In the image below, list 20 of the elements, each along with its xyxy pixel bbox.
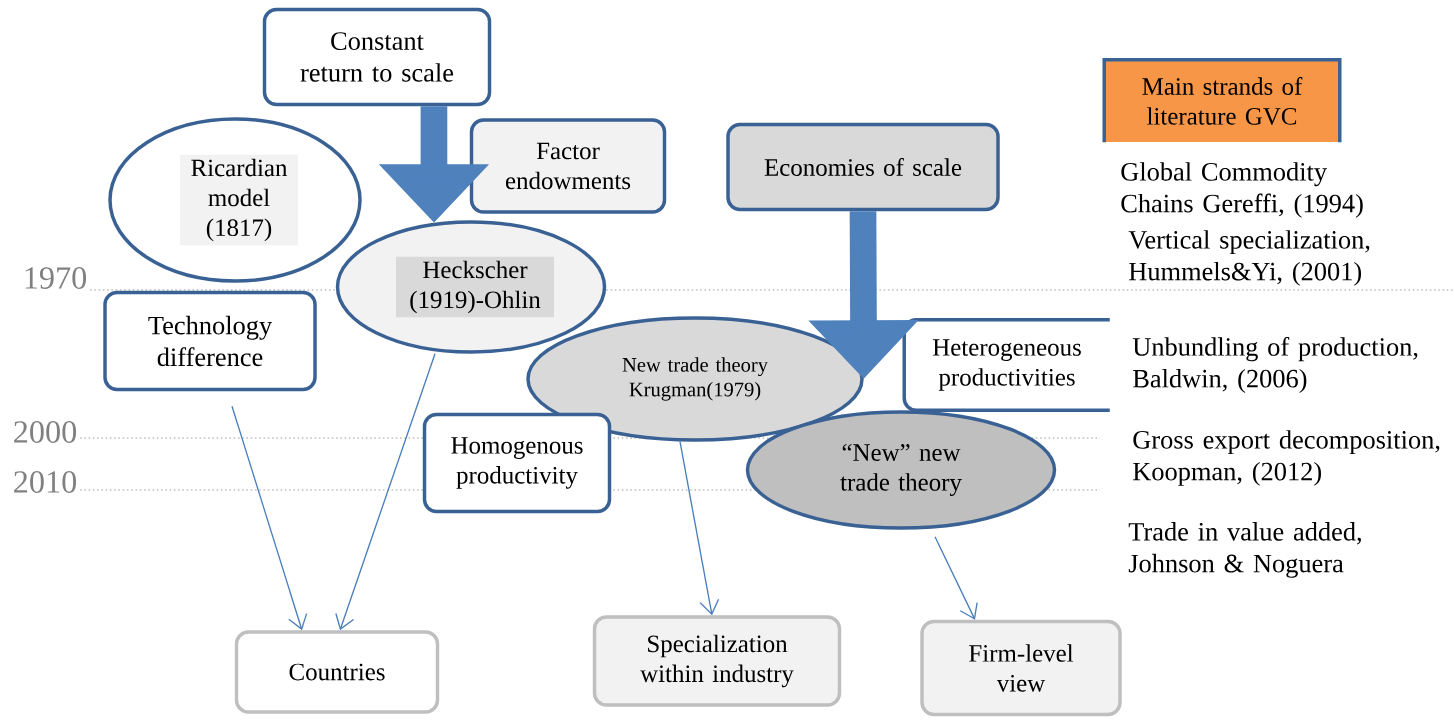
arrow: [231, 405, 308, 631]
literature-note: Vertical specialization, Hummels&Yi, (2001): [1128, 230, 1370, 286]
arrow: [679, 441, 720, 616]
year-label: 2000: [14, 421, 77, 443]
literature-note: Trade in value added, Johnson & Noguera: [1128, 522, 1361, 578]
outcome-box: Countries: [234, 630, 440, 714]
year-label: 1970: [25, 267, 87, 289]
process-box: Factor endowments: [469, 118, 667, 214]
process-box: Homogenous productivity: [422, 412, 612, 514]
process-box: Technology difference: [103, 290, 317, 392]
heading-box: Main strands of literature GVC: [1102, 58, 1342, 143]
literature-note: Gross export decomposition, Koopman, (2012): [1133, 430, 1440, 486]
process-box: Heterogeneous productivities: [902, 318, 1110, 412]
year-label: 2010: [14, 471, 77, 493]
outcome-box: Firm-level view: [920, 619, 1122, 717]
process-box: Economies of scale: [726, 122, 1000, 212]
arrow: [934, 536, 978, 620]
outcome-box: Specialization within industry: [592, 615, 842, 707]
arrow: [335, 353, 436, 631]
process-box: Constant return to scale: [262, 7, 492, 107]
